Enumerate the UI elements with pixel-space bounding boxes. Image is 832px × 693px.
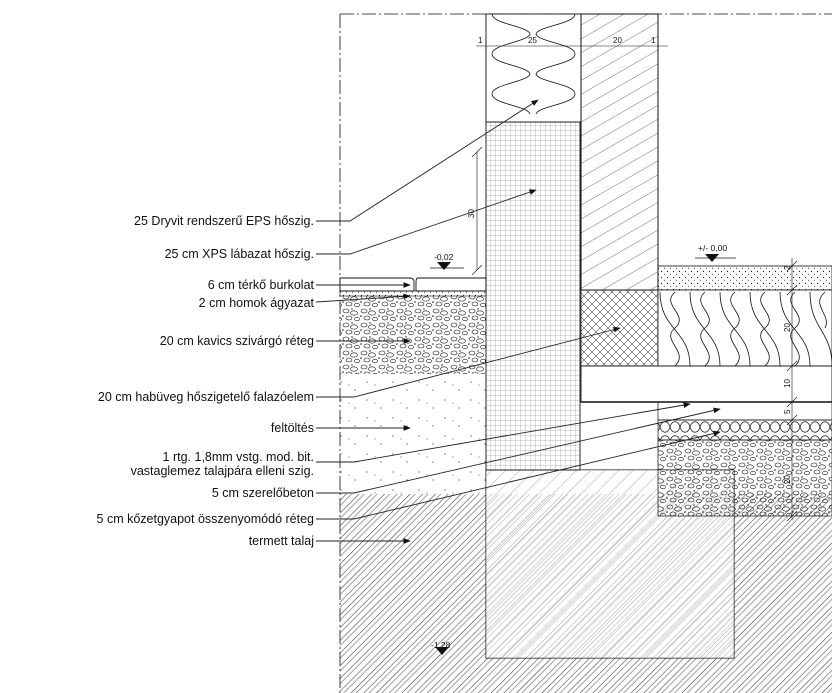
level-marker-floor: +/- 0,00	[695, 243, 736, 262]
dim-wall-1b: 1	[651, 36, 656, 45]
leader-xps	[316, 189, 537, 255]
leader-membrane	[316, 402, 691, 463]
leader-rockwool	[316, 430, 721, 520]
floor-rockwool	[657, 419, 832, 441]
paving-layer-2	[415, 277, 487, 292]
dim-wall-1a: 1	[478, 36, 483, 45]
dim-plinth-30: 30	[467, 209, 476, 218]
masonry-wall	[580, 13, 659, 291]
level-marker-bottom: -1,28	[431, 640, 451, 655]
dim-floor-20: 20	[783, 323, 792, 332]
gravel-layer-outside	[340, 296, 486, 374]
label-gravel: 20 cm kavics szivárgó réteg	[159, 334, 314, 348]
label-rockwool: 5 cm kőzetgyapot összenyomódó réteg	[96, 512, 314, 526]
sand-layer	[339, 290, 487, 297]
level-floor-text: +/- 0,00	[698, 243, 727, 253]
floor-slab	[580, 365, 832, 403]
label-fill: feltöltés	[270, 421, 314, 435]
leader-sand	[315, 293, 411, 303]
label-eps-insulation: 25 Dryvit rendszerű EPS hőszig.	[134, 214, 314, 228]
level-marker-outside: -0,02	[430, 252, 464, 270]
leader-lines	[315, 99, 721, 544]
dim-floor-5: 5	[783, 409, 792, 414]
level-outside-text: -0,02	[434, 252, 454, 262]
leader-foamglass	[316, 326, 621, 398]
leader-screed	[316, 407, 721, 494]
label-foamglass: 20 cm habüveg hőszigetelő falazóelem	[97, 390, 314, 404]
floor-insulation-loops	[659, 291, 832, 367]
level-bottom-text: -1,28	[431, 640, 451, 650]
dim-floor-20b: 20	[783, 475, 792, 484]
plinth-dimension-line	[471, 146, 483, 276]
label-paving: 6 cm térkő burkolat	[207, 278, 314, 292]
top-dimension-line	[476, 40, 668, 52]
eps-loops	[491, 13, 576, 115]
label-screed: 5 cm szerelőbeton	[211, 486, 314, 500]
label-xps-plinth: 25 cm XPS lábazat hőszig.	[164, 247, 314, 261]
label-membrane: 1 rtg. 1,8mm vstg. mod. bit. vastaglemez…	[130, 450, 314, 478]
xps-plinth	[485, 121, 581, 471]
fill-layer	[340, 374, 486, 494]
paving-layer	[339, 277, 415, 292]
label-soil: termett talaj	[248, 534, 314, 548]
leader-eps	[316, 99, 539, 222]
eps-insulation	[485, 13, 582, 123]
dim-floor-10: 10	[783, 379, 792, 388]
dim-wall-25: 25	[528, 36, 537, 45]
label-sand: 2 cm homok ágyazat	[198, 296, 314, 310]
dim-floor-2: 2	[783, 265, 792, 270]
dim-wall-20: 20	[613, 36, 622, 45]
floor-gravel	[657, 439, 832, 517]
floor-dimension-line	[786, 258, 798, 522]
floor-insulation	[657, 289, 832, 367]
floor-finish	[657, 265, 832, 291]
